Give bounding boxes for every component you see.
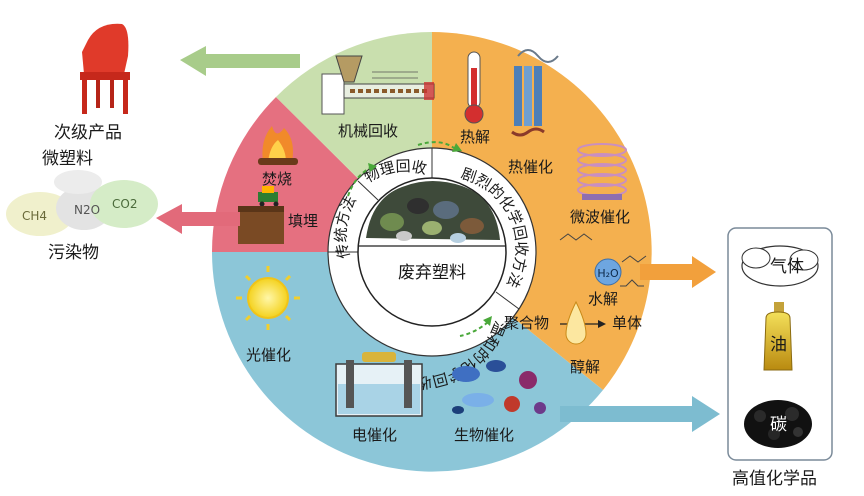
sector-label-thermal-catalysis: 热催化 [508, 158, 553, 176]
arrow-to-high-value-chemicals [560, 396, 720, 432]
center-label: 废弃塑料 [398, 263, 466, 283]
arrowhead-icon [368, 163, 377, 172]
process-arrow-traditional [347, 167, 371, 197]
sector-label-electrocatalysis: 电催化 [352, 426, 397, 444]
output-oil: 油 [770, 335, 787, 355]
microwave-coil-icon [577, 143, 627, 200]
gas-label-n2o: N2O [74, 203, 100, 217]
alcohol-drop-icon [565, 300, 587, 345]
arrowhead-icon [598, 320, 606, 328]
sector-label-incineration: 焚烧 [262, 170, 292, 188]
output-carbon: 碳 [770, 415, 787, 435]
output-secondary-products: 次级产品 [54, 123, 122, 143]
electrolysis-cell-icon [335, 352, 423, 417]
gas-label-ch4: CH4 [22, 209, 47, 223]
ring-divider [357, 180, 379, 201]
sector-orange [432, 32, 652, 390]
sector-label-pyrolysis: 热解 [460, 128, 490, 146]
sector-label-microwave-catalysis: 微波催化 [570, 208, 630, 226]
ring-divider [495, 291, 520, 310]
bonfire-icon [258, 126, 298, 165]
water-molecule-icon: H₂O [594, 258, 622, 286]
sector-label-biocatalysis: 生物催化 [454, 426, 514, 444]
polymer-chain-structure-icon [559, 233, 647, 287]
gas-cloud-icon [741, 245, 819, 287]
sector-label-hydrolysis: 水解 [588, 290, 618, 308]
pollutant-clouds-icon: CH4 N2O CO2 [6, 170, 158, 236]
output-microplastics: 微塑料 [42, 149, 93, 169]
process-arrow-physical [417, 141, 455, 149]
plastic-chair-icon [80, 23, 130, 114]
sector-label-photocatalysis: 光催化 [246, 346, 291, 364]
svg-text:H₂O: H₂O [597, 267, 619, 280]
output-gas: 气体 [770, 257, 804, 277]
landfill-truck-icon [238, 186, 284, 244]
sector-label-alcoholysis: 醇解 [570, 358, 600, 376]
output-pollutants: 污染物 [48, 243, 99, 263]
gas-label-co2: CO2 [112, 197, 137, 211]
extruder-machine-image [321, 55, 435, 115]
oil-bottle-icon [763, 302, 793, 371]
sun-icon [236, 266, 300, 330]
arrowhead-icon [452, 143, 462, 152]
sector-label-polymer: 聚合物 [504, 314, 549, 332]
sector-label-landfill: 填埋 [288, 212, 318, 230]
thermometer-icon [464, 51, 484, 124]
arrow-to-secondary-products [180, 46, 300, 76]
sector-label-mechanical: 机械回收 [338, 122, 398, 140]
arrowhead-icon [483, 316, 492, 326]
sector-label-monomer: 单体 [612, 314, 642, 332]
arrow-to-pollutants [156, 204, 240, 234]
catalyst-structure-icon [511, 49, 559, 137]
arrow-to-gas-oil [640, 256, 716, 288]
process-arrow-mild [459, 321, 489, 337]
microorganisms-icon [452, 360, 546, 414]
waste-plastic-pile-image [366, 181, 500, 243]
carbon-pile-icon [744, 400, 812, 448]
output-high-value-chemicals: 高值化学品 [732, 469, 817, 489]
